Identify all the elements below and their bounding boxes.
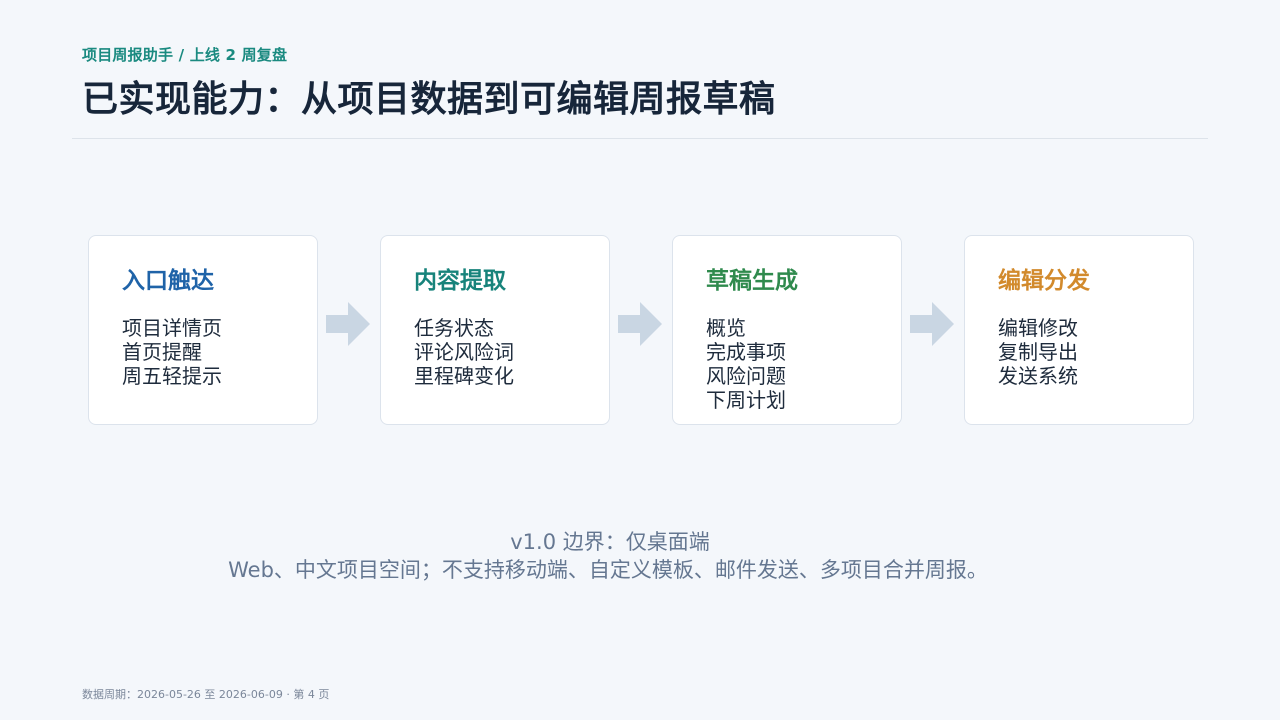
stage-title: 草稿生成 — [706, 268, 798, 294]
stage-title: 内容提取 — [414, 268, 506, 294]
stage-card-distribute: 编辑分发 编辑修改 复制导出 发送系统 — [964, 235, 1194, 425]
right-arrow-icon — [618, 302, 662, 346]
stage-item: 里程碑变化 — [414, 364, 514, 388]
stage-card-generate: 草稿生成 概览 完成事项 风险问题 下周计划 — [672, 235, 902, 425]
stage-items: 项目详情页 首页提醒 周五轻提示 — [122, 316, 222, 388]
stage-item: 评论风险词 — [414, 340, 514, 364]
stage-item: 项目详情页 — [122, 316, 222, 340]
scope-boundary: v1.0 边界：仅桌面端 Web、中文项目空间；不支持移动端、自定义模板、邮件发… — [0, 528, 1280, 584]
process-flow: 入口触达 项目详情页 首页提醒 周五轻提示 内容提取 任务状态 评论风险词 里程… — [88, 235, 1196, 425]
arrow-shape — [910, 302, 954, 346]
right-arrow-icon — [910, 302, 954, 346]
footer-note: 数据周期：2026-05-26 至 2026-06-09 · 第 4 页 — [82, 688, 330, 701]
stage-item: 任务状态 — [414, 316, 494, 340]
stage-item: 概览 — [706, 316, 746, 340]
title-divider — [72, 138, 1208, 139]
boundary-line-2: Web、中文项目空间；不支持移动端、自定义模板、邮件发送、多项目合并周报。 — [228, 558, 988, 582]
stage-item: 发送系统 — [998, 364, 1078, 388]
stage-title: 入口触达 — [122, 268, 214, 294]
stage-items: 任务状态 评论风险词 里程碑变化 — [414, 316, 514, 388]
stage-card-entry: 入口触达 项目详情页 首页提醒 周五轻提示 — [88, 235, 318, 425]
stage-card-extract: 内容提取 任务状态 评论风险词 里程碑变化 — [380, 235, 610, 425]
page-title: 已实现能力：从项目数据到可编辑周报草稿 — [82, 79, 776, 120]
boundary-line-1: v1.0 边界：仅桌面端 — [510, 530, 710, 554]
stage-item: 首页提醒 — [122, 340, 202, 364]
stage-item: 编辑修改 — [998, 316, 1078, 340]
stage-item: 风险问题 — [706, 364, 786, 388]
stage-items: 概览 完成事项 风险问题 下周计划 — [706, 316, 786, 412]
arrow-shape — [618, 302, 662, 346]
stage-item: 下周计划 — [706, 388, 786, 412]
right-arrow-icon — [326, 302, 370, 346]
stage-item: 复制导出 — [998, 340, 1078, 364]
kicker: 项目周报助手 / 上线 2 周复盘 — [82, 46, 288, 64]
stage-item: 周五轻提示 — [122, 364, 222, 388]
stage-item: 完成事项 — [706, 340, 786, 364]
arrow-shape — [326, 302, 370, 346]
stage-title: 编辑分发 — [998, 268, 1090, 294]
stage-items: 编辑修改 复制导出 发送系统 — [998, 316, 1078, 388]
